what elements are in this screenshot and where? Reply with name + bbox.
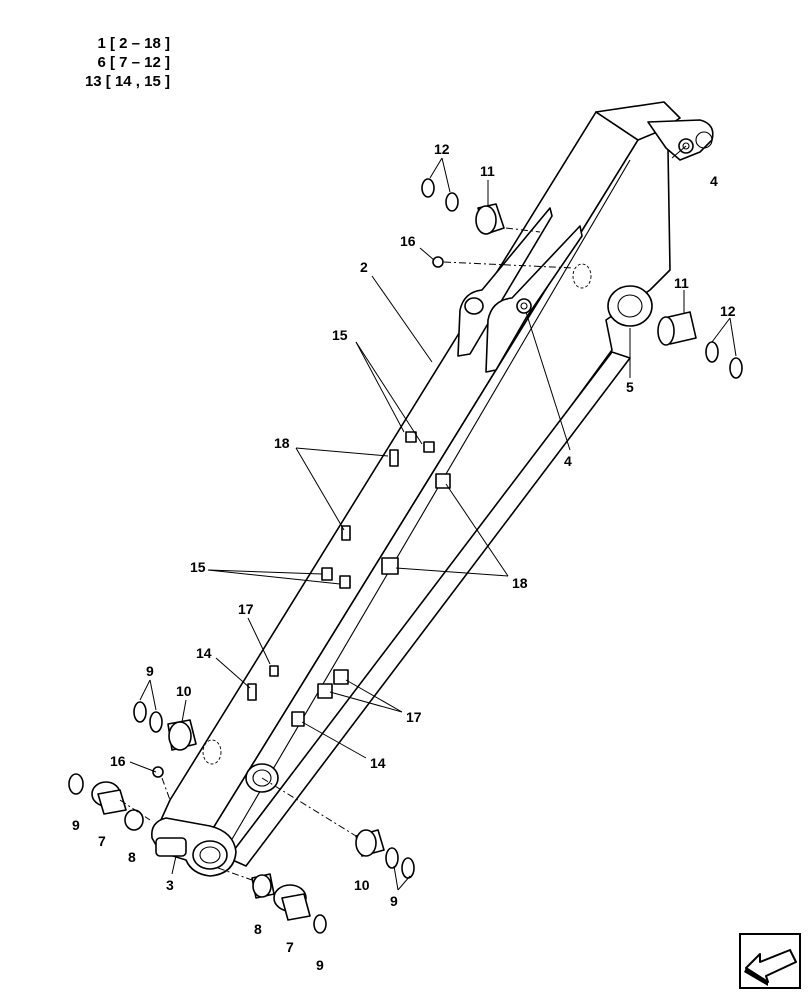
callout-11-top: 11 [480, 163, 495, 179]
callout-16-bottom: 16 [110, 753, 126, 769]
legend-line-3: 13 [ 14 , 15 ] [84, 73, 170, 90]
callout-10-left: 10 [176, 683, 192, 699]
assembly-axes [119, 227, 575, 881]
callout-15-left: 15 [190, 559, 206, 575]
callout-11-right: 11 [674, 275, 689, 291]
callout-10-right: 10 [354, 877, 370, 893]
callout-2: 2 [360, 259, 368, 275]
callout-17-right: 17 [406, 709, 422, 725]
callout-7-bottom: 7 [286, 939, 294, 955]
callout-8-left: 8 [128, 849, 136, 865]
boom-clips [247, 431, 451, 727]
callout-labels: 2 3 4 4 5 7 7 8 8 9 9 9 9 10 10 11 11 12… [72, 141, 736, 973]
legend-line-2: 6 [ 7 – 12 ] [97, 54, 170, 71]
callout-9-far-left: 9 [72, 817, 80, 833]
callout-16-top: 16 [400, 233, 416, 249]
callout-9-bottom: 9 [316, 957, 324, 973]
callout-8-bottom: 8 [254, 921, 262, 937]
callout-15-top: 15 [332, 327, 348, 343]
next-page-button[interactable] [738, 932, 802, 990]
callout-12-top: 12 [434, 141, 450, 157]
callout-7-left: 7 [98, 833, 106, 849]
callout-14-left: 14 [196, 645, 212, 661]
callout-17-left: 17 [238, 601, 254, 617]
callout-3: 3 [166, 877, 174, 893]
callout-9-upper-left: 9 [146, 663, 154, 679]
boom-arm [150, 101, 714, 877]
callout-9-right: 9 [390, 893, 398, 909]
callout-14-right: 14 [370, 755, 386, 771]
leader-lines [129, 145, 737, 891]
assembly-legend: 1 [ 2 – 18 ] 6 [ 7 – 12 ] 13 [ 14 , 15 ] [58, 34, 170, 91]
callout-18-left: 18 [274, 435, 290, 451]
callout-4-top: 4 [710, 173, 718, 189]
legend-line-1: 1 [ 2 – 18 ] [97, 35, 170, 52]
callout-5: 5 [626, 379, 634, 395]
callout-12-right: 12 [720, 303, 736, 319]
callout-18-right: 18 [512, 575, 528, 591]
next-page-arrow-icon [739, 933, 801, 989]
callout-4-mid: 4 [564, 453, 572, 469]
